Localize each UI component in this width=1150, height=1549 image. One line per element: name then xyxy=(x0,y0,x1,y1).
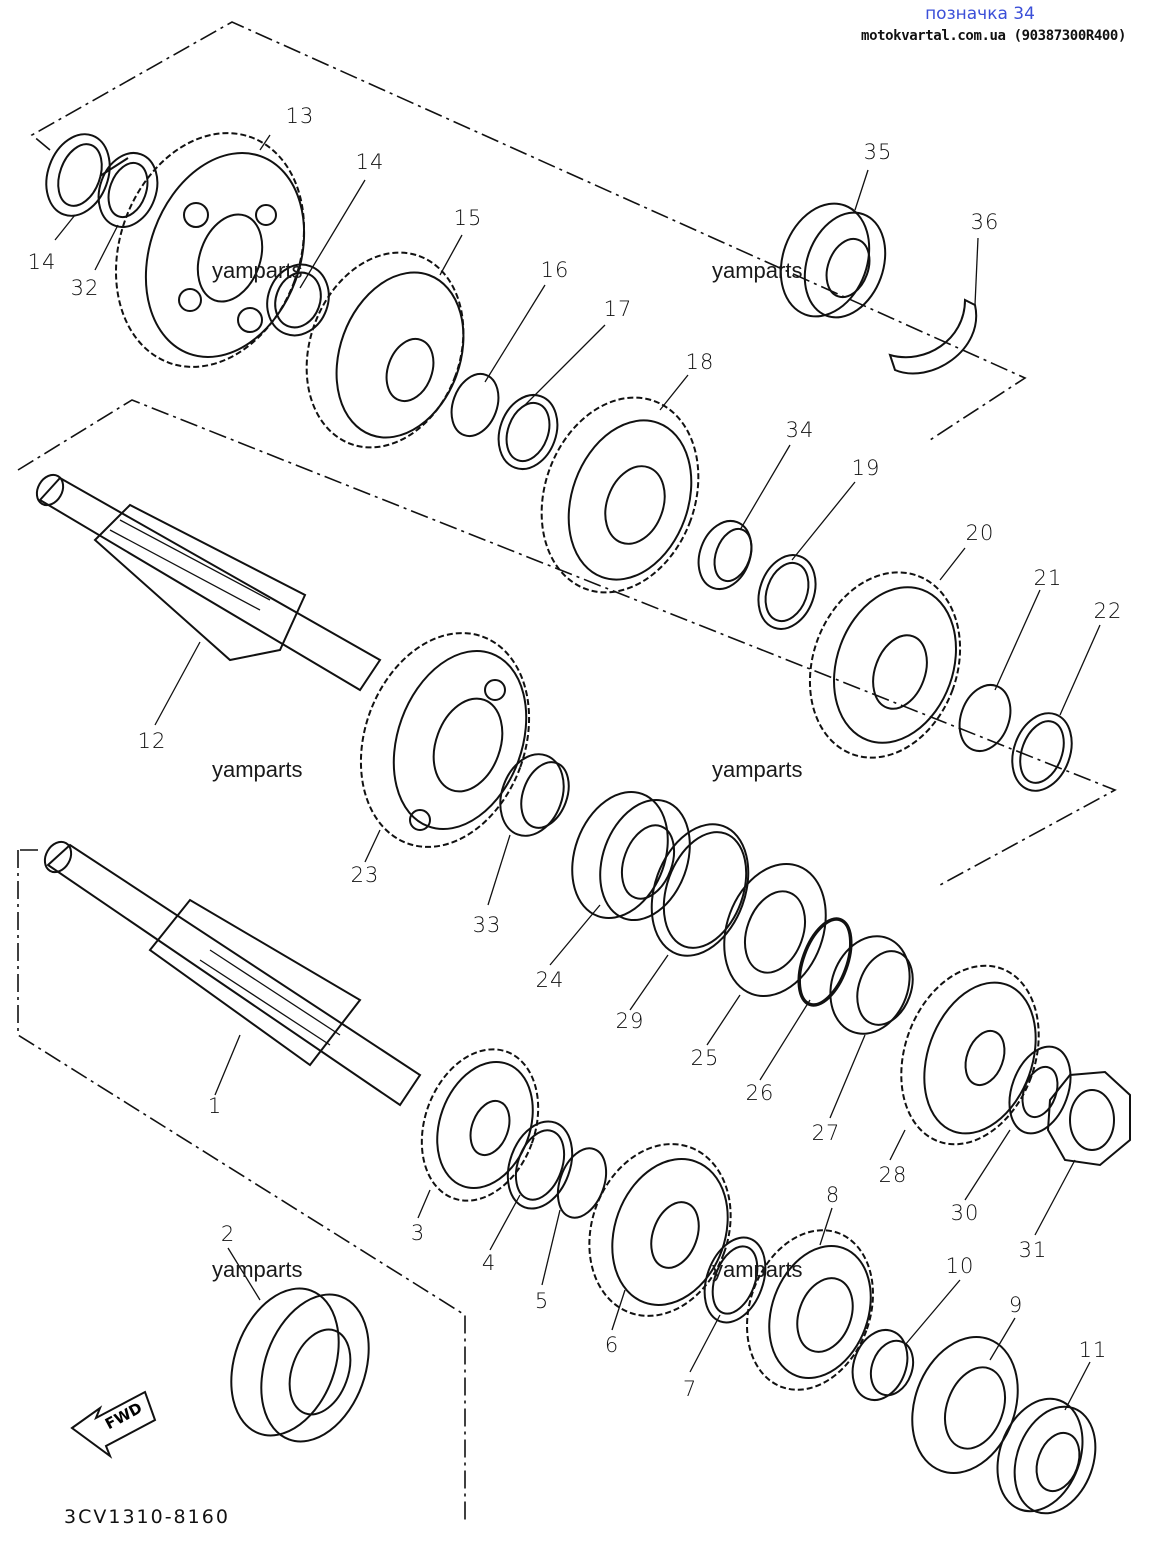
callout-35[interactable]: 35 xyxy=(863,140,893,164)
callout-23[interactable]: 23 xyxy=(350,863,380,887)
watermark-6: yamparts xyxy=(712,1257,803,1282)
callout-7[interactable]: 7 xyxy=(682,1377,698,1401)
callout-32[interactable]: 32 xyxy=(70,276,100,300)
part-19-washer xyxy=(757,554,817,630)
part-22-washer xyxy=(1011,712,1073,792)
callout-33[interactable]: 33 xyxy=(472,913,502,937)
part-6-gear xyxy=(588,1143,732,1317)
watermark-4: yamparts xyxy=(712,757,803,782)
part-26-o-ring xyxy=(797,917,853,1007)
part-18-gear xyxy=(540,396,700,594)
callout-9[interactable]: 9 xyxy=(1008,1293,1024,1317)
part-33-bushing xyxy=(499,753,570,837)
callout-2[interactable]: 2 xyxy=(220,1222,236,1246)
callout-8[interactable]: 8 xyxy=(825,1183,841,1207)
part-27-collar xyxy=(829,935,914,1035)
callout-28[interactable]: 28 xyxy=(878,1163,908,1187)
callout-13[interactable]: 13 xyxy=(285,104,315,128)
callout-12[interactable]: 12 xyxy=(137,729,167,753)
part-29-circlip xyxy=(650,823,750,957)
callout-10[interactable]: 10 xyxy=(945,1254,975,1278)
callout-31[interactable]: 31 xyxy=(1018,1238,1048,1262)
fwd-arrow-icon xyxy=(70,1390,157,1459)
callout-6[interactable]: 6 xyxy=(604,1333,620,1357)
callout-27[interactable]: 27 xyxy=(811,1121,841,1145)
part-8-gear xyxy=(746,1229,874,1391)
callout-19[interactable]: 19 xyxy=(851,456,881,480)
part-15-gear xyxy=(305,251,465,449)
watermark-2: yamparts xyxy=(712,258,803,283)
callout-25[interactable]: 25 xyxy=(690,1046,720,1070)
header-link[interactable]: позначка 34 xyxy=(925,4,1035,24)
callout-34[interactable]: 34 xyxy=(785,418,815,442)
header-source: motokvartal.com.ua (90387300R400) xyxy=(861,28,1126,44)
part-25-oil-seal xyxy=(723,863,827,997)
callout-5[interactable]: 5 xyxy=(534,1289,550,1313)
part-14-washer-right xyxy=(266,263,330,337)
part-30-lock-washer xyxy=(1008,1045,1072,1135)
part-20-gear xyxy=(808,571,962,759)
callout-21[interactable]: 21 xyxy=(1033,566,1063,590)
callout-18[interactable]: 18 xyxy=(685,350,715,374)
callout-14-left[interactable]: 14 xyxy=(27,250,57,274)
part-14-washer-left xyxy=(45,133,111,217)
leader-lines xyxy=(54,134,1101,1411)
part-23-gear xyxy=(359,632,531,848)
callout-11[interactable]: 11 xyxy=(1078,1338,1108,1362)
part-21-circlip xyxy=(958,684,1012,752)
part-34-bushing xyxy=(697,520,753,590)
part-28-sprocket xyxy=(900,964,1040,1146)
callout-22[interactable]: 22 xyxy=(1093,599,1123,623)
part-31-nut xyxy=(1046,1070,1131,1167)
group-boundaries xyxy=(17,21,1117,1520)
part-4-washer xyxy=(506,1120,574,1210)
callout-17[interactable]: 17 xyxy=(603,297,633,321)
part-11-bearing xyxy=(996,1397,1097,1515)
part-32-bushing xyxy=(97,152,159,228)
watermark-3: yamparts xyxy=(212,757,303,782)
callout-20[interactable]: 20 xyxy=(965,521,995,545)
watermark-5: yamparts xyxy=(212,1257,303,1282)
part-36-ring xyxy=(888,298,978,375)
callout-36[interactable]: 36 xyxy=(970,210,1000,234)
part-1-main-shaft xyxy=(43,840,422,1107)
callout-30[interactable]: 30 xyxy=(950,1201,980,1225)
part-13-gear xyxy=(114,132,306,368)
callout-24[interactable]: 24 xyxy=(535,968,565,992)
part-12-shaft xyxy=(35,473,382,692)
callout-1[interactable]: 1 xyxy=(207,1094,223,1118)
part-10-bushing xyxy=(851,1329,915,1401)
part-35-bearing xyxy=(779,202,887,319)
callout-29[interactable]: 29 xyxy=(615,1009,645,1033)
part-2-bearing xyxy=(230,1287,370,1443)
part-3-gear xyxy=(420,1048,540,1202)
callout-26[interactable]: 26 xyxy=(745,1081,775,1105)
watermark-1: yamparts xyxy=(212,258,303,283)
callout-4[interactable]: 4 xyxy=(481,1251,497,1275)
callout-14-right[interactable]: 14 xyxy=(355,150,385,174)
part-16-circlip xyxy=(450,373,500,437)
callout-3[interactable]: 3 xyxy=(410,1221,426,1245)
part-24-bearing xyxy=(571,791,691,922)
callout-16[interactable]: 16 xyxy=(540,258,570,282)
part-17-washer xyxy=(497,394,559,470)
catalog-code: 3CV1310-8160 xyxy=(64,1506,230,1528)
callout-15[interactable]: 15 xyxy=(453,206,483,230)
